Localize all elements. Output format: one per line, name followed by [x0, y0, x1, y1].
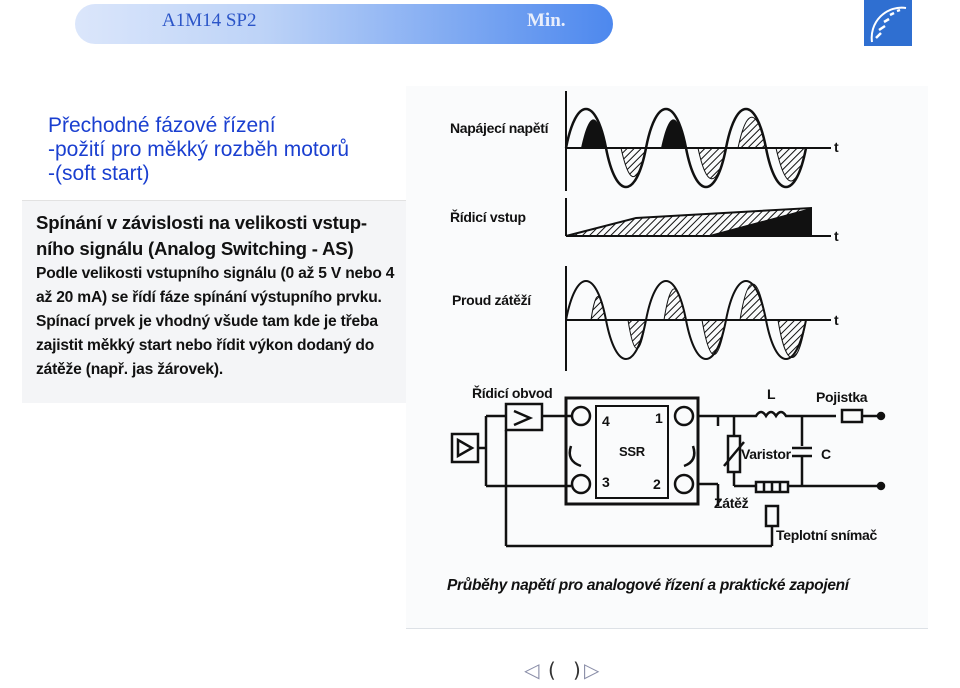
scan-line-3: Podle velikosti vstupního signálu (0 až … — [36, 265, 395, 282]
scan-line-2: ního signálu (Analog Switching - AS) — [36, 238, 354, 259]
control-input-label: Řídicí vstup — [450, 209, 526, 225]
temperature-sensor-label: Teplotní snímač — [776, 527, 878, 543]
scan-line-1: Spínání v závislosti na velikosti vstup- — [36, 212, 367, 233]
header-title: A1M14 SP2 — [162, 10, 257, 31]
slide-title-line1: Přechodné fázové řízení — [48, 114, 276, 137]
header-right-label: Min. — [527, 10, 566, 31]
capacitor-label: C — [821, 446, 831, 462]
scanned-text-panel — [22, 200, 444, 403]
ssr-pin-3: 3 — [602, 474, 610, 490]
slide-title-line2: -požití pro měkký rozběh motorů — [48, 138, 350, 161]
control-circuit-label: Řídicí obvod — [472, 385, 553, 401]
waveform-and-circuit-diagram — [450, 91, 886, 548]
diagram-caption: Průběhy napětí pro analogové řízení a pr… — [447, 577, 849, 594]
load-current-label: Proud zátěží — [452, 292, 531, 308]
ssr-label: SSR — [619, 444, 645, 459]
control-input-waveform — [565, 198, 831, 237]
nav-paren-close[interactable]: ) — [573, 658, 581, 682]
header-bar — [75, 4, 613, 44]
time-axis-label-3: t — [834, 312, 839, 328]
slide-title: Přechodné fázové řízení -požití pro měkk… — [48, 114, 349, 186]
slide-title-line3: -(soft start) — [48, 162, 150, 185]
ssr-circuit — [450, 396, 886, 548]
previous-slide-button[interactable]: ◁ — [524, 658, 540, 682]
fuse-label: Pojistka — [816, 389, 868, 405]
nav-paren-open[interactable]: ( — [548, 658, 556, 682]
university-logo — [864, 0, 912, 46]
supply-voltage-waveform — [564, 91, 831, 191]
load-label: Zátěž — [714, 495, 749, 511]
time-axis-label-1: t — [834, 139, 839, 155]
scanned-diagram-panel — [406, 86, 928, 629]
supply-voltage-label: Napájecí napětí — [450, 120, 549, 136]
scanned-text: Spínání v závislosti na velikosti vstup-… — [36, 210, 441, 382]
scan-line-7: zátěže (např. jas žárovek). — [36, 361, 224, 378]
next-slide-button[interactable]: ▷ — [584, 658, 600, 682]
varistor-label: Varistor — [741, 446, 791, 462]
time-axis-label-2: t — [834, 228, 839, 244]
load-current-waveform — [565, 266, 831, 371]
ssr-pin-4: 4 — [602, 413, 610, 429]
scan-line-4: až 20 mA) se řídí fáze spínání výstupníh… — [36, 289, 382, 306]
scan-line-6: zajistit měkký start nebo řídit výkon do… — [36, 337, 375, 354]
inductor-label: L — [767, 386, 776, 402]
scan-line-5: Spínací prvek je vhodný všude tam kde je… — [36, 313, 378, 330]
logo-graphic — [866, 2, 910, 44]
ssr-pin-2: 2 — [653, 476, 661, 492]
ssr-pin-1: 1 — [655, 410, 663, 426]
